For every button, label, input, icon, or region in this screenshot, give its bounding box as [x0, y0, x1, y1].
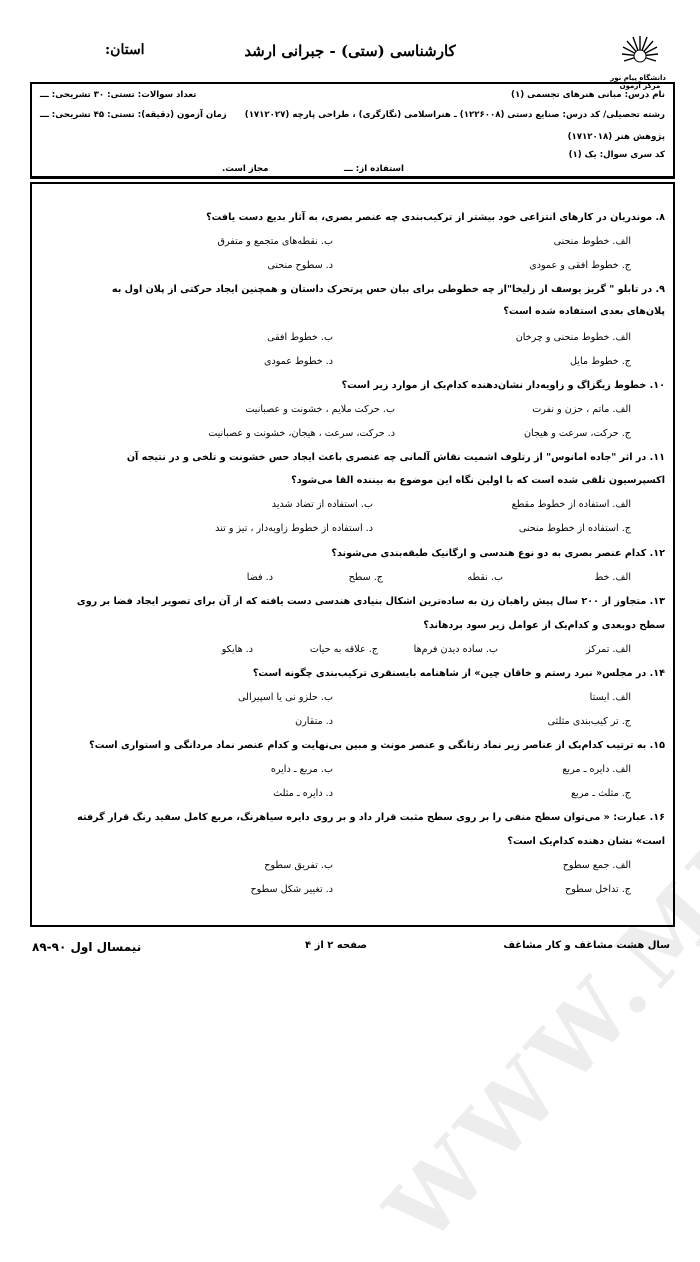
questions-area: WWW.MFEWAR.COM ۸. موندریان در کارهای انت…	[30, 182, 700, 1262]
province-label: استان:	[105, 42, 145, 58]
option-d: د. حرکت، سرعت ، هیجان، خشونت و عصبانیت	[208, 428, 395, 439]
option-a: الف. دایره ـ مربع	[562, 764, 631, 775]
question-count: تعداد سوالات: تستی: ۳۰ تشریحی: ـــ	[40, 90, 197, 100]
option-c: ج. استفاده از خطوط منحنی	[518, 523, 631, 534]
page-number: صفحه ۲ از ۴	[305, 940, 367, 951]
option-a: الف. خطوط منحنی	[553, 236, 631, 247]
question-stem: ۱۰. خطوط زیگزاگ و زاویه‌دار نشان‌دهنده ک…	[341, 380, 665, 391]
option-b: ب. ساده دیدن فرم‌ها	[413, 644, 498, 655]
option-c: ج. سطح	[348, 572, 383, 583]
semester-label: نیمسال اول ۹۰-۸۹	[32, 940, 142, 954]
option-b: ب. نقطه‌های متجمع و متفرق	[217, 236, 333, 247]
option-a: الف. خط	[594, 572, 631, 583]
question-stem: ۱۱. در اثر "جاده امانوس" از رتلوف اشمیت …	[126, 452, 665, 463]
option-b: ب. استفاده از تضاد شدید	[271, 499, 373, 510]
option-b: ب. تفریق سطوح	[264, 860, 333, 871]
option-d: د. خطوط عمودی	[263, 356, 333, 367]
option-d: د. هایکو	[221, 644, 253, 655]
field-code-2: پژوهش هنر (۱۷۱۲۰۱۸)	[567, 132, 665, 142]
option-d: د. فضا	[246, 572, 273, 583]
logo-caption-sub: مرکز آزمون	[619, 82, 661, 90]
exam-info-box: نام درس: مبانی هنرهای تجسمی (۱) رشته تحص…	[30, 82, 675, 179]
exam-title: کارشناسی (ستی) - جبرانی ارشد	[244, 42, 456, 60]
logo-caption: دانشگاه پیام نور	[610, 74, 666, 82]
option-c: ج. خطوط افقی و عمودی	[529, 260, 631, 271]
option-c: ج. حرکت، سرعت و هیجان	[524, 428, 631, 439]
question-stem: ۱۴. در مجلس« نبرد رستم و خاقان چین» از ش…	[252, 668, 665, 679]
question-stem: ۱۳. متجاوز از ۲۰۰ سال پیش راهبان زن به س…	[76, 596, 665, 607]
option-d: د. متقارن	[295, 716, 333, 727]
allowed-use: استفاده از: ـــ	[344, 164, 404, 174]
option-c: ج. مثلث ـ مربع	[570, 788, 631, 799]
option-c: ج. علاقه به حیات	[309, 644, 378, 655]
option-c: ج. تداخل سطوح	[565, 884, 631, 895]
course-name: نام درس: مبانی هنرهای تجسمی (۱)	[511, 90, 665, 100]
exam-header: دانشگاه پیام نور مرکز آزمون کارشناسی (ست…	[0, 28, 700, 90]
university-logo: دانشگاه پیام نور مرکز آزمون	[610, 34, 666, 94]
option-a: الف. جمع سطوح	[562, 860, 631, 871]
option-a: الف. خطوط منحنی و چرخان	[515, 332, 631, 343]
question-stem: ۱۵. به ترتیب کدام‌یک از عناصر زیر نماد ز…	[89, 740, 665, 751]
option-a: الف. استفاده از خطوط مقطع	[511, 499, 631, 510]
option-b: ب. حرکت ملایم ، خشونت و عصبانیت	[245, 404, 395, 415]
allowed-status: مجاز است.	[222, 164, 269, 174]
option-c: ج. تر کیب‌بندی مثلثی	[547, 716, 631, 727]
option-a: الف. ماتم ، حزن و نفرت	[532, 404, 631, 415]
option-a: الف. تمرکز	[586, 644, 631, 655]
question-stem-cont: پلان‌های بعدی استفاده شده است؟	[503, 306, 665, 317]
question-stem: ۱۶. عبارت: « می‌توان سطح منفی را بر روی …	[77, 812, 665, 823]
exam-time: زمان آزمون (دقیقه): تستی: ۴۵ تشریحی: ـــ	[40, 110, 227, 120]
option-b: ب. خطوط افقی	[267, 332, 333, 343]
watermark: WWW.MFEWAR.COM	[365, 329, 700, 1262]
option-d: د. استفاده از خطوط زاویه‌دار ، تیز و تند	[215, 523, 373, 534]
option-c: ج. خطوط مایل	[570, 356, 631, 367]
field-code: رشته تحصیلی/ کد درس: صنایع دستی (۱۲۲۶۰۰۸…	[244, 110, 665, 120]
option-d: د. دایره ـ مثلث	[273, 788, 333, 799]
option-b: ب. مربع ـ دایره	[270, 764, 333, 775]
question-stem: ۹. در تابلو " گریز یوسف از زلیخا"از چه خ…	[111, 284, 665, 295]
question-stem: ۸. موندریان در کارهای انتزاعی خود بیشتر …	[206, 212, 665, 223]
question-stem-cont: اکسپرسیون تلقی شده است که با اولین نگاه …	[291, 475, 665, 486]
option-d: د. سطوح منحنی	[267, 260, 333, 271]
sunburst-logo-icon	[621, 36, 659, 72]
series-code: کد سری سوال: یک (۱)	[568, 150, 665, 160]
footer-year-label: سال هشت مشاغف و کار مشاغف	[503, 940, 670, 951]
option-a: الف. ایستا	[589, 692, 631, 703]
question-stem-cont: سطح دوبعدی و کدام‌یک از عوامل زیر سود بر…	[423, 620, 665, 631]
option-b: ب. حلزو نی یا اسپیرالی	[238, 692, 333, 703]
question-stem-cont: است» نشان دهنده کدام‌یک است؟	[507, 836, 665, 847]
question-stem: ۱۲. کدام عنصر بصری به دو نوع هندسی و ارگ…	[331, 548, 665, 559]
option-b: ب. نقطه	[467, 572, 503, 583]
option-d: د. تغییر شکل سطوح	[250, 884, 333, 895]
